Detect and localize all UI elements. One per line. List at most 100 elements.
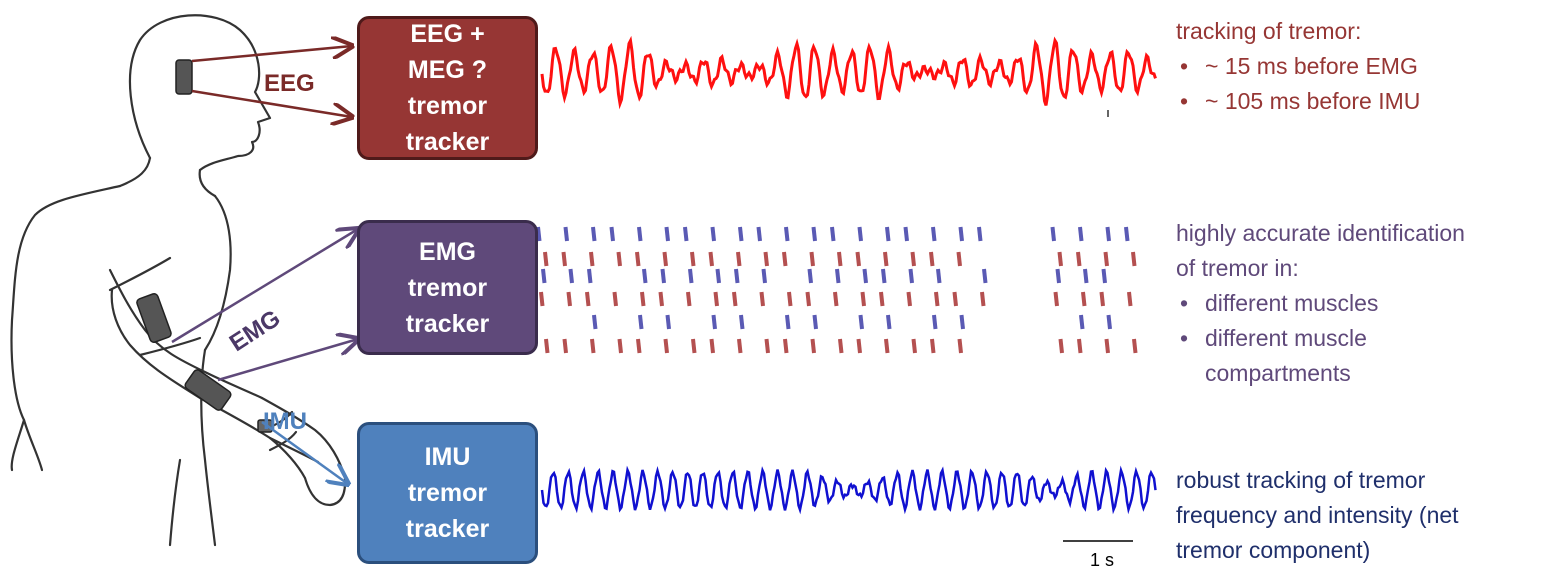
emg-spike xyxy=(589,251,595,267)
emg-spike xyxy=(883,251,889,267)
emg-spike xyxy=(1131,251,1137,267)
tracker-line: tremor xyxy=(407,273,488,302)
emg-spike xyxy=(1053,291,1059,307)
body-outline xyxy=(10,184,122,472)
emg-spike xyxy=(664,226,670,242)
emg-spike xyxy=(609,226,615,242)
emg-spike xyxy=(980,291,986,307)
emg-spike xyxy=(881,268,887,284)
emg-spike xyxy=(809,251,815,267)
tracker-line: tracker xyxy=(405,515,490,543)
emg-spike xyxy=(737,338,743,354)
eeg-notes: tracking of tremor: •~ 15 ms before EMG … xyxy=(1176,14,1420,119)
emg-spike xyxy=(568,268,574,284)
emg-spike xyxy=(910,251,916,267)
emg-spike xyxy=(591,226,597,242)
tracker-line: tracker xyxy=(405,309,490,338)
emg-spike xyxy=(1055,268,1061,284)
emg-spike xyxy=(683,226,689,242)
emg-spike xyxy=(592,314,598,330)
emg-spike xyxy=(691,338,697,354)
forearm xyxy=(260,396,347,480)
emg-spike xyxy=(855,251,861,267)
emg-spike xyxy=(1076,251,1082,267)
bullet-text: different muscle xyxy=(1205,325,1367,351)
emg-sensor-2-icon xyxy=(184,369,232,411)
emg-spike xyxy=(541,268,547,284)
neck-outline xyxy=(118,156,217,198)
emg-spike xyxy=(936,268,942,284)
notes-heading: tracking of tremor: xyxy=(1176,18,1362,44)
emg-spike xyxy=(734,268,740,284)
emg-spike xyxy=(686,291,692,307)
emg-spike xyxy=(738,226,744,242)
emg-spike xyxy=(711,314,717,330)
notes-line: frequency and intensity (net xyxy=(1176,502,1459,528)
emg-spike xyxy=(637,226,643,242)
imu-signal-trace xyxy=(540,465,1157,515)
emg-spike xyxy=(783,338,789,354)
emg-spike xyxy=(911,338,917,354)
emg-spike xyxy=(885,226,891,242)
emg-spike xyxy=(715,268,721,284)
emg-arrow-bottom xyxy=(217,339,358,382)
emg-spike xyxy=(708,251,714,267)
emg-spike xyxy=(856,338,862,354)
notes-continuation: compartments xyxy=(1205,360,1351,386)
emg-tremor-tracker-box: EMG tremor tracker xyxy=(357,220,538,355)
emg-spike xyxy=(640,291,646,307)
emg-spike xyxy=(884,338,890,354)
emg-spike xyxy=(1081,291,1087,307)
bullet-icon: • xyxy=(1180,88,1189,114)
emg-spike xyxy=(756,226,762,242)
imu-tremor-tracker-box: IMU tremor tracker xyxy=(357,422,538,564)
emg-spike xyxy=(1079,314,1085,330)
emg-spike xyxy=(739,314,745,330)
emg-spike xyxy=(810,338,816,354)
emg-spike xyxy=(616,251,622,267)
eeg-sensor-label: EEG xyxy=(264,70,315,97)
emg-spike xyxy=(862,268,868,284)
emg-spike xyxy=(665,314,671,330)
emg-spike xyxy=(932,314,938,330)
emg-spike xyxy=(956,251,962,267)
emg-spike xyxy=(1050,226,1056,242)
hand xyxy=(303,476,347,507)
bullet-icon: • xyxy=(1180,53,1189,79)
bullet-text: ~ 15 ms before EMG xyxy=(1205,53,1418,79)
armband-upper xyxy=(108,256,172,292)
emg-spike xyxy=(638,314,644,330)
emg-spike xyxy=(662,251,668,267)
emg-spike xyxy=(787,291,793,307)
emg-spike xyxy=(590,338,596,354)
sensors xyxy=(136,59,273,433)
emg-spike xyxy=(857,226,863,242)
eeg-arrow-top xyxy=(191,46,352,63)
emg-spike xyxy=(713,291,719,307)
emg-spike xyxy=(1101,268,1107,284)
emg-spike xyxy=(617,338,623,354)
imu-sensor-label: IMU xyxy=(263,408,307,435)
emg-spike xyxy=(759,291,765,307)
armband-lower xyxy=(138,336,202,357)
emg-spike xyxy=(929,251,935,267)
emg-spike xyxy=(833,291,839,307)
emg-spike xyxy=(1127,291,1133,307)
emg-spike xyxy=(710,226,716,242)
notes-heading: of tremor in: xyxy=(1176,255,1299,281)
emg-spike xyxy=(886,314,892,330)
tracker-line: EMG xyxy=(419,237,476,266)
eeg-arrow-bottom xyxy=(191,89,352,117)
emg-spike xyxy=(658,291,664,307)
emg-spike xyxy=(860,291,866,307)
emg-spike xyxy=(807,268,813,284)
emg-spike xyxy=(903,226,909,242)
bullet-icon: • xyxy=(1180,290,1189,316)
tracker-line: tremor xyxy=(407,479,488,507)
emg-arrow-top xyxy=(171,229,358,344)
emg-spike xyxy=(837,251,843,267)
notes-line: tremor component) xyxy=(1176,537,1371,563)
emg-spike xyxy=(982,268,988,284)
emg-spike xyxy=(635,251,641,267)
